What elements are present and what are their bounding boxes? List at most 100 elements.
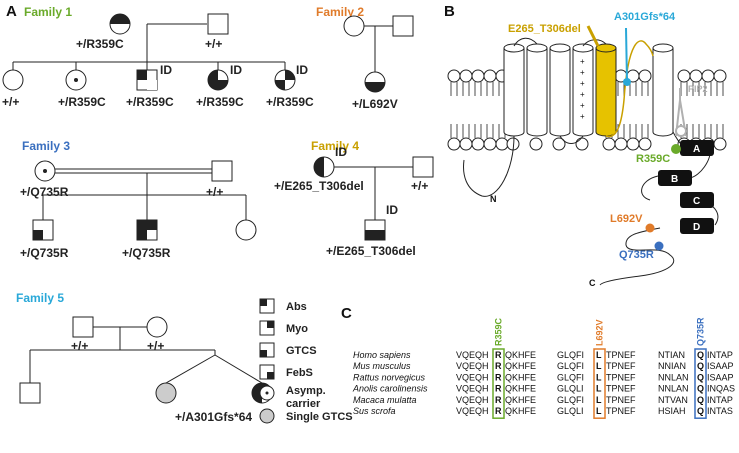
seq-post: TPNEF: [606, 406, 636, 416]
seq-residue: Q: [697, 350, 704, 360]
seq-post: INTAP: [707, 350, 733, 360]
seq-residue: R: [495, 350, 502, 360]
legend-febs: FebS: [286, 367, 313, 379]
f3-c1-geno: +/Q735R: [20, 246, 69, 260]
seq-post: INQAS: [707, 384, 735, 394]
f3-mother-geno: +/Q735R: [20, 185, 69, 199]
f2-child-geno: +/L692V: [352, 97, 398, 111]
species-name: Rattus norvegicus: [353, 372, 426, 382]
species-name: Sus scrofa: [353, 406, 396, 416]
f1-child-1: [2, 69, 24, 91]
charge-4: +: [580, 90, 585, 99]
f1-id-2: ID: [230, 63, 242, 77]
q735r-label: Q735R: [619, 249, 654, 261]
seq-residue: L: [596, 372, 602, 382]
family-2-title: Family 2: [316, 5, 364, 19]
f1-child-5: [274, 69, 296, 91]
seq-pre: GLQLI: [557, 406, 584, 416]
f1-c2-geno: +/R359C: [58, 95, 106, 109]
seq-post: QKHFE: [505, 395, 536, 405]
family-3-title: Family 3: [22, 139, 70, 153]
family-2: Family 2 +/L692V: [316, 5, 414, 111]
domain-c: C: [693, 196, 700, 207]
seq-residue: L: [596, 350, 602, 360]
seq-pre: NNIAN: [658, 361, 686, 371]
seq-residue: L: [596, 361, 602, 371]
seq-post: INTAP: [707, 395, 733, 405]
alignment-header: R359C: [494, 317, 504, 346]
legend-myo: Myo: [286, 323, 308, 335]
f4-child-geno: +/E265_T306del: [326, 244, 416, 258]
f5-mother-geno: +/+: [147, 339, 164, 353]
legend-abs: Abs: [286, 301, 307, 313]
c-terminus: C: [589, 278, 596, 288]
charge-3: +: [580, 79, 585, 88]
conserved-residue-box: [492, 348, 505, 419]
seq-residue: Q: [697, 395, 704, 405]
seq-residue: R: [495, 384, 502, 394]
seq-residue: R: [495, 361, 502, 371]
seq-residue: Q: [697, 361, 704, 371]
del-label: E265_T306del: [508, 23, 581, 35]
f1-child-2: [65, 69, 87, 91]
seq-pre: NTIAN: [658, 350, 685, 360]
f3-child-2: [136, 219, 158, 241]
seq-pre: VQEQH: [456, 395, 489, 405]
f1-c5-geno: +/R359C: [266, 95, 314, 109]
seq-residue: R: [495, 372, 502, 382]
seq-residue: Q: [697, 384, 704, 394]
family-1-title: Family 1: [24, 5, 72, 19]
domain-d: D: [693, 222, 700, 233]
domain-a: A: [693, 144, 700, 155]
seq-residue: L: [596, 395, 602, 405]
f3-father-geno: +/+: [206, 185, 223, 199]
f5-twin-geno: +/A301Gfs*64: [175, 410, 252, 424]
f4-mother-geno: +/E265_T306del: [274, 179, 364, 193]
r359c-label: R359C: [636, 153, 670, 165]
species-name: Mus musculus: [353, 361, 411, 371]
seq-post: TPNEF: [606, 395, 636, 405]
l692v-label: L692V: [610, 213, 643, 225]
f4-father: [412, 156, 434, 178]
seq-pre: GLQFI: [557, 350, 584, 360]
seq-post: ISAAP: [707, 372, 734, 382]
seq-pre: GLQFI: [557, 372, 584, 382]
legend: Abs Myo GTCS FebS Asymp. carrier Single …: [259, 298, 353, 424]
seq-pre: NNLAN: [658, 384, 689, 394]
species-name: Macaca mulatta: [353, 395, 417, 405]
f5-father: [72, 316, 94, 338]
seq-post: QKHFE: [505, 350, 536, 360]
f1-father: [207, 13, 229, 35]
f1-c1-geno: +/+: [2, 95, 19, 109]
f4-id-2: ID: [386, 203, 398, 217]
seq-residue: Q: [697, 372, 704, 382]
seq-pre: GLQFI: [557, 361, 584, 371]
f5-mother: [146, 316, 168, 338]
seq-pre: GLQFI: [557, 395, 584, 405]
charge-5: +: [580, 101, 585, 110]
alignment-header: L692V: [595, 319, 605, 346]
legend-single: Single GTCS: [286, 411, 353, 423]
seq-residue: Q: [697, 406, 704, 416]
seq-pre: VQEQH: [456, 406, 489, 416]
seq-residue: R: [495, 395, 502, 405]
f3-father: [211, 160, 233, 182]
species-name: Anolis carolinensis: [352, 384, 428, 394]
seq-post: QKHFE: [505, 361, 536, 371]
panel-b-label: B: [444, 3, 455, 20]
f1-c4-geno: +/R359C: [196, 95, 244, 109]
channel-topology: + + + + + + A B C D PIP2: [447, 11, 727, 288]
legend-asymp-1: Asymp.: [286, 385, 326, 397]
family-5-title: Family 5: [16, 291, 64, 305]
f1-mother: [109, 13, 131, 35]
f5-twin-1: [155, 382, 177, 404]
family-4-title: Family 4: [311, 139, 359, 153]
f3-child-3: [235, 219, 257, 241]
seq-post: QKHFE: [505, 406, 536, 416]
family-1: Family 1 +/R359C +/+: [2, 5, 314, 109]
charge-6: +: [580, 112, 585, 121]
domain-b: B: [671, 174, 678, 185]
seq-pre: NNLAN: [658, 372, 689, 382]
